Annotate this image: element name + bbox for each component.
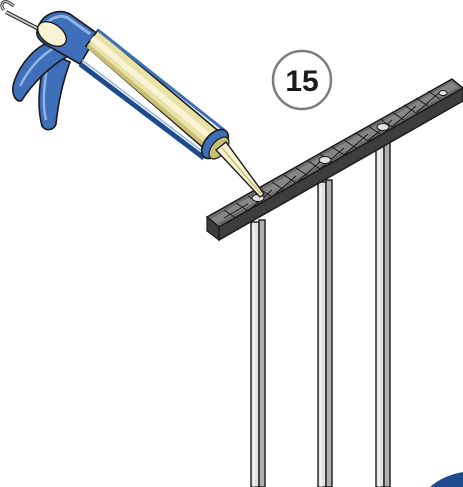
spacer-rail-icon bbox=[205, 78, 463, 242]
caulking-gun-icon bbox=[0, 0, 265, 198]
cartridge-tube bbox=[78, 28, 225, 160]
vertical-post-3 bbox=[375, 137, 391, 487]
vertical-post-2 bbox=[317, 179, 333, 487]
step-number: 15 bbox=[285, 65, 318, 98]
fixed-handle bbox=[12, 39, 70, 102]
rail-socket-3 bbox=[376, 123, 390, 131]
vertical-post-1 bbox=[250, 219, 266, 487]
corner-accent bbox=[430, 472, 463, 487]
rail-lattice bbox=[223, 90, 441, 219]
step-number-badge: 15 bbox=[271, 49, 333, 111]
rail-socket-2 bbox=[318, 156, 332, 164]
rear-cap bbox=[36, 20, 68, 48]
